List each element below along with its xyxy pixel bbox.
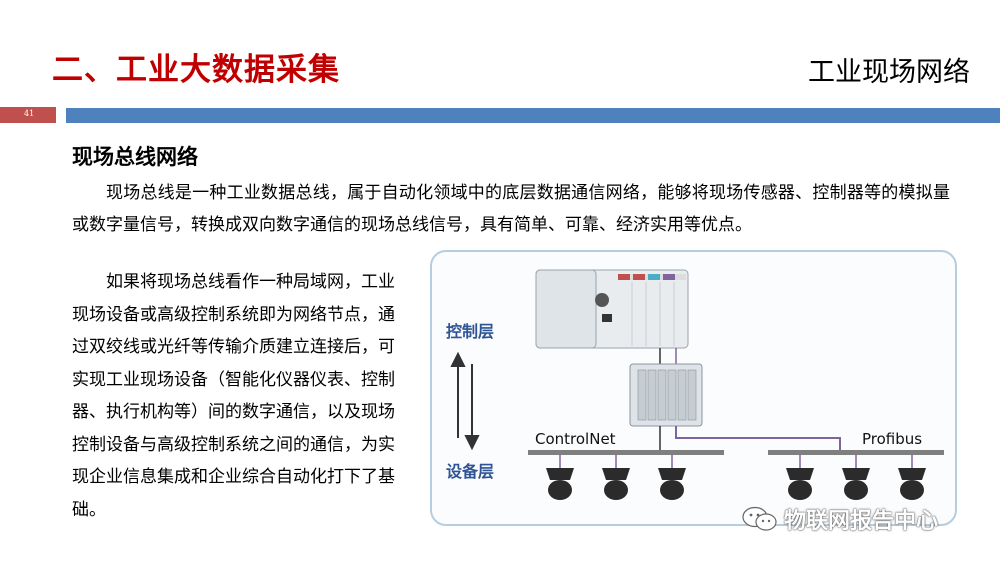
wechat-icon bbox=[742, 506, 777, 531]
profibus-bus bbox=[768, 450, 944, 455]
header-bar-red bbox=[0, 107, 56, 123]
subheading: 现场总线网络 bbox=[72, 145, 198, 169]
fieldbus-diagram: 控制层 设备层 ControlNet Profibus bbox=[430, 250, 957, 526]
header-bar-blue bbox=[66, 108, 1000, 123]
up-down-arrow-icon bbox=[450, 351, 480, 451]
io-rack bbox=[629, 363, 703, 427]
profibus-label: Profibus bbox=[862, 430, 923, 448]
watermark-text: 物联网报告中心 bbox=[784, 509, 939, 534]
device-layer-label: 设备层 bbox=[446, 462, 495, 481]
controlnet-bus bbox=[528, 450, 724, 455]
diagram-graphic bbox=[450, 269, 944, 500]
slide-title: 二、工业大数据采集 bbox=[52, 52, 340, 88]
controlnet-label: ControlNet bbox=[535, 430, 616, 448]
paragraph-intro: 现场总线是一种工业数据总线，属于自动化领域中的底层数据通信网络，能够将现场传感器… bbox=[72, 183, 950, 235]
plc-controller bbox=[535, 269, 689, 349]
paragraph-detail: 如果将现场总线看作一种局域网，工业现场设备或高级控制系统即为网络节点，通过双绞线… bbox=[72, 272, 395, 520]
page-number: 41 bbox=[24, 109, 35, 118]
field-devices bbox=[546, 468, 926, 500]
control-layer-label: 控制层 bbox=[446, 322, 495, 341]
watermark: 物联网报告中心 bbox=[742, 506, 939, 534]
section-title: 工业现场网络 bbox=[808, 57, 970, 88]
